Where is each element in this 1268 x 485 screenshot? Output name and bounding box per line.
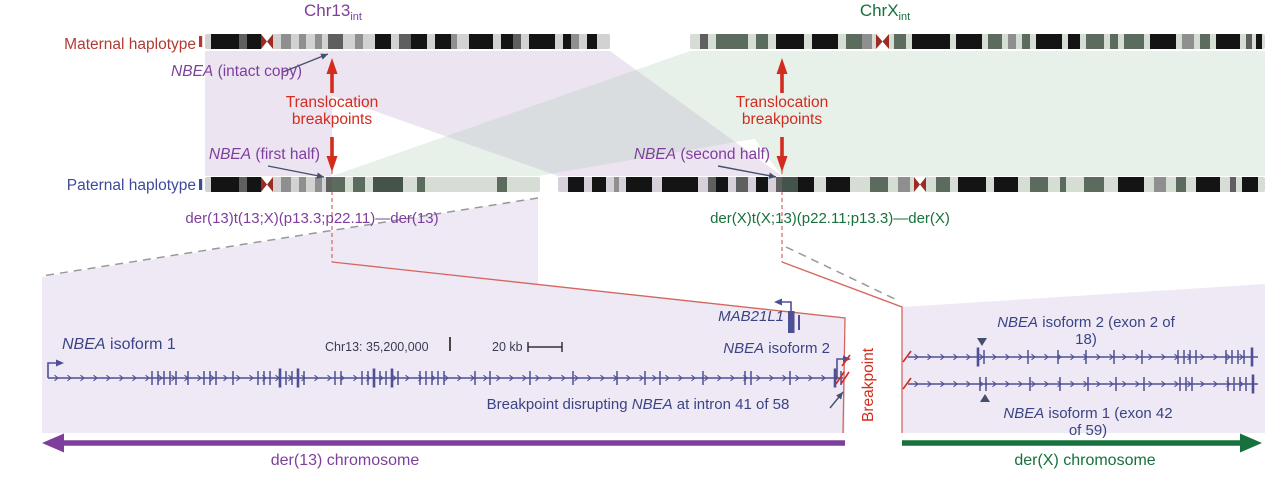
chr13-coordinate-label: Chr13: 35,200,000 (325, 340, 429, 354)
mab21l1-gene-glyph (774, 298, 800, 333)
derivative-chromosome-arrows (42, 433, 1262, 453)
chrx-subscript: int (898, 11, 911, 23)
haplotype-fans (205, 51, 1265, 176)
paternal-start-tick (199, 179, 203, 190)
scale-bar (449, 337, 563, 352)
der13-karyotype-label: der(13)t(13;X)(p13.3;p22.11)—der(13) (185, 210, 439, 227)
breakpoint-vertical-label: Breakpoint (860, 347, 877, 423)
chr13-subscript: int (350, 11, 362, 23)
nbea-isoform2-exon-label: NBEA isoform 2 (exon 2 of 18) (997, 314, 1175, 348)
chrx-maternal-ideogram (690, 34, 1265, 49)
translocation-breakpoints-right-label: Translocation breakpoints (735, 94, 829, 128)
translocation-breakpoint-arrows (326, 58, 788, 172)
breakpoint-disrupting-label: Breakpoint disrupting NBEA at intron 41 … (486, 396, 790, 413)
derx-paternal-ideogram (558, 177, 1265, 192)
derx-chromosome-label: der(X) chromosome (1014, 452, 1156, 469)
nbea-first-half-label: NBEA (first half) (208, 146, 320, 163)
mab21l1-label: MAB21L1 (718, 308, 784, 325)
chrx-title: ChrXint (859, 1, 911, 23)
nbea-isoform1-exon-label: NBEA isoform 1 (exon 42 of 59) (1003, 405, 1173, 439)
der13-paternal-ideogram (205, 177, 540, 192)
maternal-haplotype-label: Maternal haplotype (64, 36, 196, 53)
nbea-isoform1-label: NBEA isoform 1 (62, 336, 176, 353)
paternal-haplotype-label: Paternal haplotype (66, 177, 196, 194)
nbea-isoform2-right-gene-track (908, 347, 1258, 367)
scale-bar-label: 20 kb (492, 340, 523, 354)
exon-pointer-markers (977, 338, 990, 402)
nbea-isoform1-right-gene-track (908, 374, 1258, 394)
maternal-start-tick (199, 36, 203, 47)
callout-connectors (41, 170, 903, 434)
chr13-maternal-ideogram (205, 34, 610, 49)
derx-karyotype-label: der(X)t(X;13)(p22.11;p13.3)—der(X) (710, 210, 950, 227)
nbea-second-half-label: NBEA (second half) (633, 146, 770, 163)
annotation-leader-arrows (267, 53, 844, 409)
translocation-breakpoints-left-label: Translocation breakpoints (285, 94, 379, 128)
chr13-title: Chr13int (304, 1, 362, 23)
nbea-intact-copy-label: NBEA (intact copy) (171, 63, 302, 80)
der13-chromosome-label: der(13) chromosome (270, 452, 420, 469)
nbea-isoform1-gene-track (48, 368, 843, 388)
breakpoint-hash-marks (835, 350, 912, 390)
nbea-isoform2-label: NBEA isoform 2 (723, 340, 830, 357)
